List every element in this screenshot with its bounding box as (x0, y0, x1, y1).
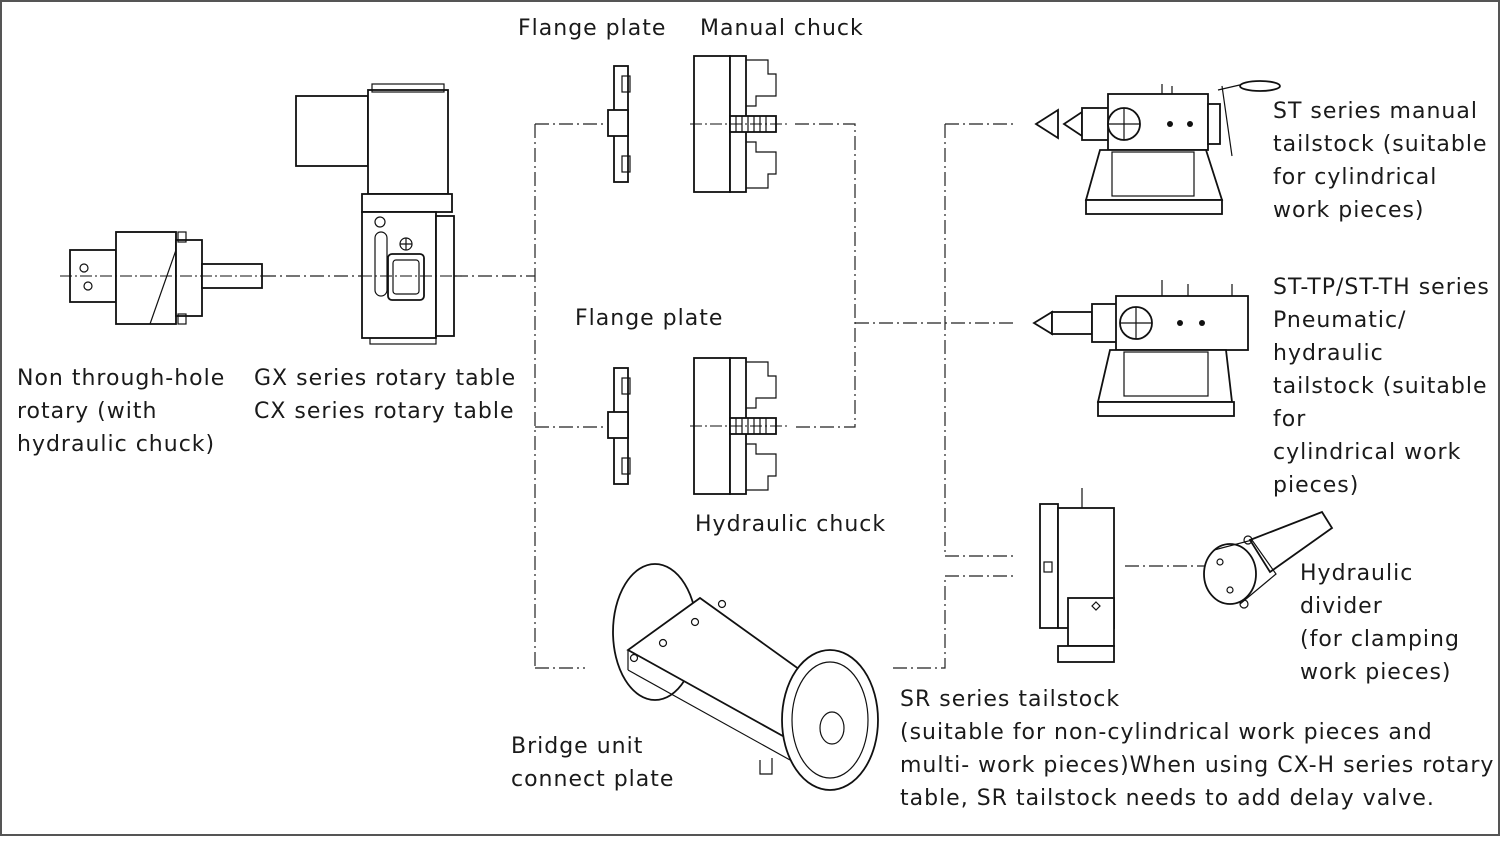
connector-lines (262, 123, 1205, 669)
label-non-through-hole-rotary: Non through-hole rotary (with hydraulic … (17, 366, 226, 457)
bridge-unit-drawing (612, 563, 879, 791)
label-sr-tailstock: SR series tailstock (suitable for non-cy… (900, 687, 1495, 811)
sr-tailstock-drawing (1039, 488, 1115, 663)
pneumatic-tailstock-drawing (1032, 280, 1249, 417)
hydraulic-rotary-drawing (60, 231, 270, 325)
label-flange-plate-mid: Flange plate (575, 306, 724, 331)
label-manual-chuck: Manual chuck (700, 16, 864, 41)
flange-plate-drawing (607, 65, 631, 183)
label-st-tp-th-tailstock: ST-TP/ST-TH series Pneumatic/ hydraulic … (1273, 275, 1490, 498)
label-st-manual-tailstock: ST series manual tailstock (suitable for… (1273, 99, 1488, 223)
label-bridge-unit: Bridge unit connect plate (511, 734, 675, 792)
label-hydraulic-divider: Hydraulic divider (for clamping work pie… (1300, 561, 1460, 685)
flange-plate-drawing (607, 367, 631, 485)
hydraulic-divider-drawing (1203, 510, 1334, 609)
hydraulic-chuck-drawing (690, 357, 790, 495)
label-hydraulic-chuck: Hydraulic chuck (695, 512, 887, 537)
manual-chuck-drawing (690, 55, 790, 193)
manual-tailstock-drawing (1034, 80, 1281, 215)
label-rotary-table: GX series rotary table CX series rotary … (254, 366, 517, 424)
label-flange-plate-top: Flange plate (518, 16, 667, 41)
rotary-table-drawing (295, 83, 462, 345)
